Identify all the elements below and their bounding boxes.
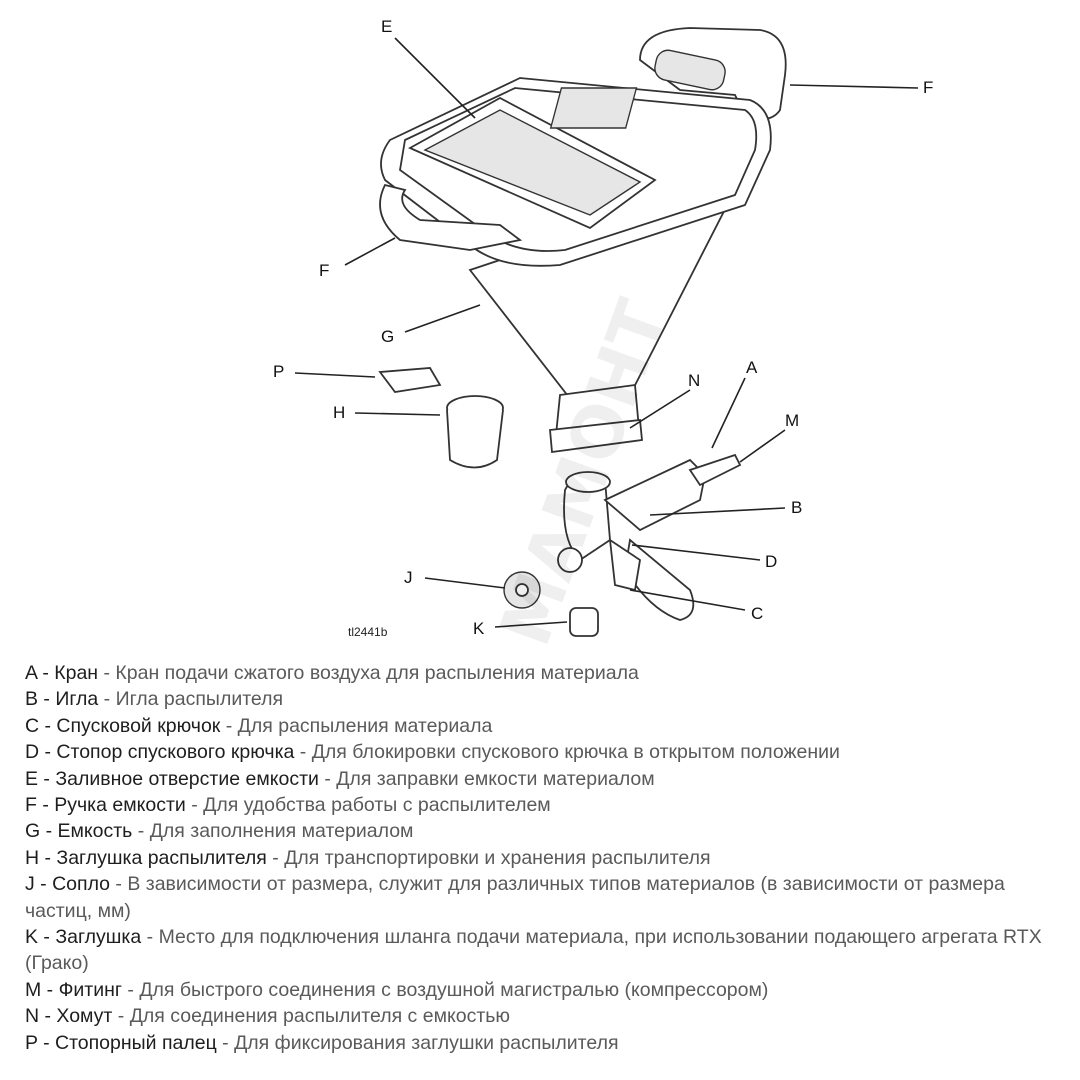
label-D: D (765, 552, 777, 571)
label-J: J (404, 568, 413, 587)
label-H: H (333, 403, 345, 422)
legend-item-E: E - Заливное отверстие емкости - Для зап… (25, 767, 655, 790)
label-F-rear: F (923, 78, 933, 97)
legend-item-K: K - Заглушка - Место для подключения шла… (25, 926, 1042, 975)
callout-labels: E F F G P H N A M B D J C K tl2441b (273, 17, 933, 639)
label-G: G (381, 327, 394, 346)
label-C: C (751, 604, 763, 623)
legend-item-C: C - Спусковой крючок - Для распыления ма… (25, 714, 493, 737)
label-P: P (273, 362, 284, 381)
legend-item-G: G - Емкость - Для заполнения материалом (25, 820, 414, 843)
legend-item-D: D - Стопор спускового крючка - Для блоки… (25, 741, 840, 764)
legend-item-P: P - Стопорный палец - Для фиксирования з… (25, 1031, 619, 1054)
label-A: A (746, 358, 758, 377)
label-K: K (473, 619, 485, 638)
callout-arrows (294, 37, 919, 628)
label-B: B (791, 498, 802, 517)
legend-item-B: B - Игла - Игла распылителя (25, 688, 284, 711)
legend-item-N: N - Хомут - Для соединения распылителя с… (25, 1005, 511, 1028)
hopper-illustration (378, 27, 787, 637)
sprayer-diagram: МАМОНТ E F F G P H N A M B D J C K tl244… (273, 17, 933, 650)
legend-item-J: J - Сопло - В зависимости от размера, сл… (25, 873, 1005, 922)
label-E: E (381, 17, 392, 36)
label-N: N (688, 371, 700, 390)
label-M: M (785, 411, 799, 430)
legend-item-M: M - Фитинг - Для быстрого соединения с в… (25, 978, 769, 1001)
drawing-code: tl2441b (348, 625, 388, 639)
label-F-front: F (319, 261, 329, 280)
legend-item-H: H - Заглушка распылителя - Для транспорт… (25, 846, 711, 869)
parts-legend: A - Кран - Кран подачи сжатого воздуха д… (25, 660, 1065, 1056)
legend-item-A: A - Кран - Кран подачи сжатого воздуха д… (25, 662, 639, 684)
legend-item-F: F - Ручка емкости - Для удобства работы … (25, 794, 551, 817)
